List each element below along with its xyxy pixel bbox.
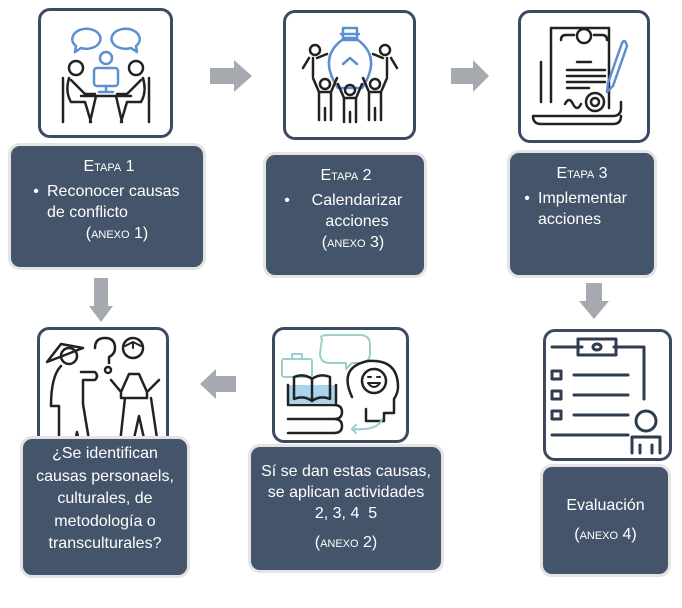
etapa-3-bullet-text: Implementar acciones <box>538 190 627 228</box>
team-idea-lightbulb-icon <box>301 26 398 124</box>
etapa-2-icon-box <box>283 10 416 140</box>
learning-mind-books-icon <box>281 333 400 434</box>
etapa-2-annex: (anexo 3) <box>321 234 385 251</box>
bullet-icon: • <box>33 183 39 200</box>
causas-text: ¿Se identifican causas personaels, cultu… <box>36 445 174 552</box>
etapa-1-bullet: • Reconocer causas de conflicto <box>25 181 193 223</box>
actividades-box: Sí se dan estas causas, se aplican activ… <box>248 444 444 573</box>
causas-box: ¿Se identifican causas personaels, cultu… <box>20 436 190 578</box>
bullet-icon: • <box>524 190 530 207</box>
arrow-right-2-icon <box>451 60 489 92</box>
meeting-people-icon <box>61 27 150 124</box>
etapa-1-annex: (anexo 1) <box>85 225 149 242</box>
etapa-3-bullet: • Implementar acciones <box>516 188 648 230</box>
etapa-1-icon-box <box>38 8 173 138</box>
etapa-2-bullet: • Calendarizar acciones <box>276 190 416 232</box>
actividades-annex: (anexo 2) <box>314 534 378 551</box>
evaluacion-annex: (anexo 4) <box>574 526 637 543</box>
actividades-text: Sí se dan estas causas, se aplican activ… <box>261 463 438 522</box>
etapa-1-box: Etapa 1 • Reconocer causas de conflicto … <box>8 143 206 270</box>
etapa-1-bullet-text: Reconocer causas de conflicto <box>47 183 180 221</box>
etapa-3-title: Etapa 3 <box>556 165 608 182</box>
clipboard-checklist-user-icon <box>550 337 661 455</box>
etapa-2-bullet-text: Calendarizar acciones <box>311 192 403 230</box>
evaluacion-icon-box <box>543 329 672 461</box>
evaluacion-title: Evaluación <box>566 497 645 514</box>
etapa-2-title: Etapa 2 <box>320 167 372 184</box>
question-people-icon <box>45 336 160 454</box>
etapa-3-icon-box <box>518 10 650 143</box>
arrow-right-1-icon <box>210 60 252 92</box>
arrow-left-1-icon <box>200 369 236 399</box>
arrow-down-1-icon <box>89 278 113 322</box>
evaluacion-box: Evaluación (anexo 4) <box>540 464 671 577</box>
contract-document-pen-icon <box>531 26 629 125</box>
bullet-icon: • <box>284 192 290 209</box>
etapa-2-box: Etapa 2 • Calendarizar acciones (anexo 3… <box>263 152 427 278</box>
actividades-icon-box <box>272 327 409 443</box>
etapa-3-box: Etapa 3 • Implementar acciones <box>507 150 657 278</box>
etapa-1-title: Etapa 1 <box>83 158 135 175</box>
arrow-down-2-icon <box>579 283 609 319</box>
